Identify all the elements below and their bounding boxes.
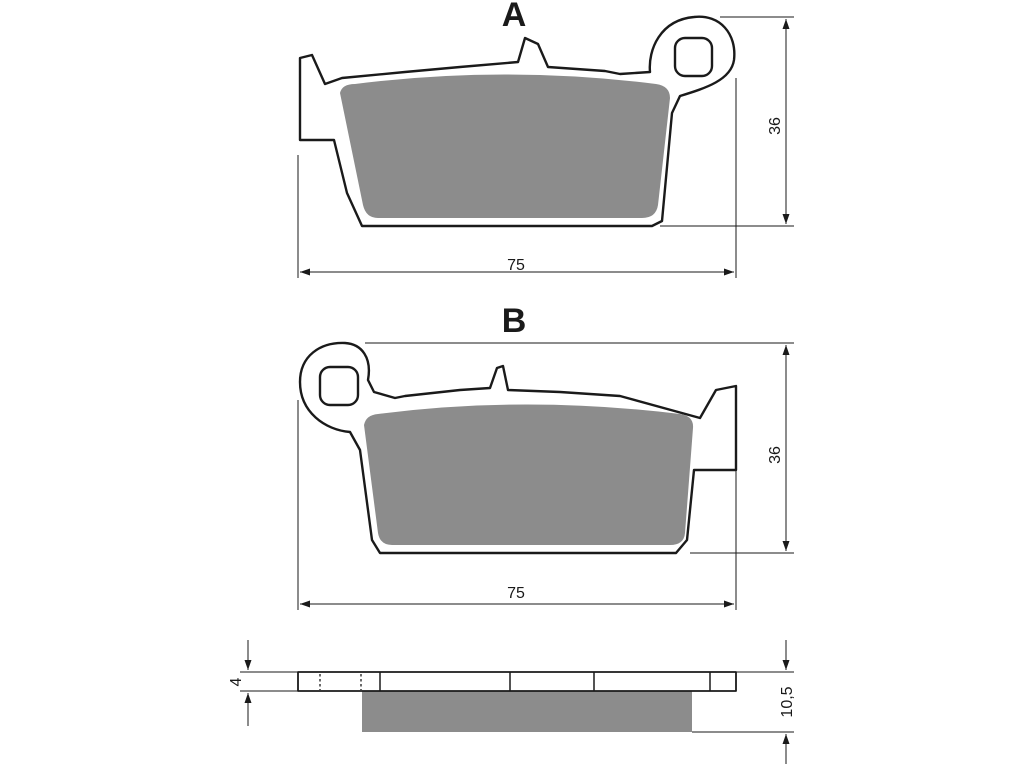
total-thickness-label: 10,5: [779, 686, 796, 717]
pad-a-mount-hole: [673, 36, 714, 78]
side-view-total-dimension: 10,5: [692, 640, 796, 764]
backing-thickness-label: 4: [228, 677, 245, 686]
side-view: [297, 671, 737, 732]
side-view-friction-material: [362, 690, 692, 732]
view-a-dimensions: 75 36: [297, 16, 794, 278]
pad-b-friction-material: [364, 404, 694, 545]
view-a-label: A: [502, 0, 527, 34]
pad-b: [298, 341, 738, 555]
side-view-backing-dimension: 4: [228, 640, 298, 726]
side-view-backing-plate: [297, 671, 737, 692]
view-b-label: B: [502, 302, 527, 340]
view-b-dimensions: 75 36: [297, 342, 794, 610]
pad-a: [298, 15, 736, 228]
view-b-width-label: 75: [507, 585, 525, 602]
view-b-height-label: 36: [767, 446, 784, 464]
view-a-height-label: 36: [767, 117, 784, 135]
view-a-width-label: 75: [507, 257, 525, 274]
pad-b-mount-hole: [318, 365, 360, 407]
pad-a-friction-material: [340, 74, 670, 218]
